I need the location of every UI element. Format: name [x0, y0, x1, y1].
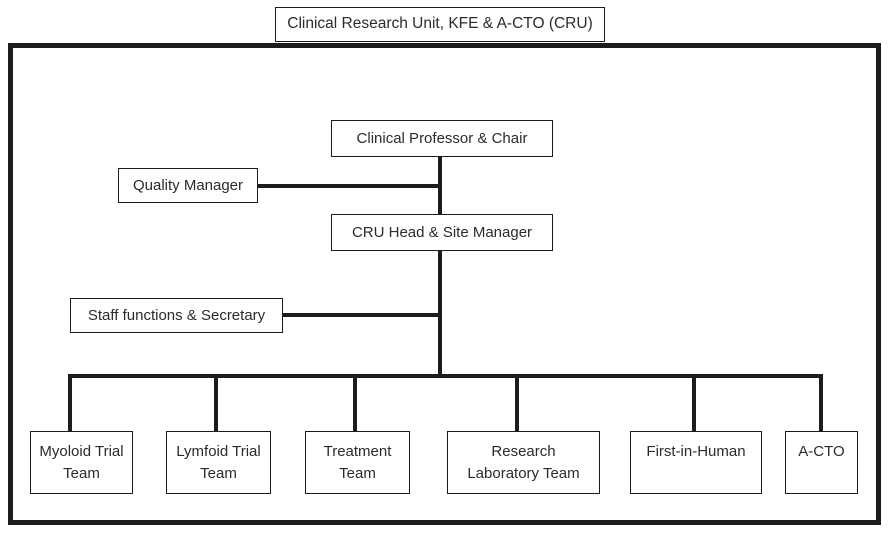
org-node-lymfoid-trial-team: Lymfoid Trial Team: [166, 431, 271, 494]
connector-quality-manager: [257, 184, 442, 188]
org-node-title-label: Clinical Research Unit, KFE & A-CTO (CRU…: [287, 15, 593, 33]
org-node-quality-manager: Quality Manager: [118, 168, 258, 203]
connector-drop-myoloid: [68, 378, 72, 431]
org-node-title: Clinical Research Unit, KFE & A-CTO (CRU…: [275, 7, 605, 42]
org-node-label: Staff functions & Secretary: [87, 306, 266, 324]
org-node-staff-functions-secretary: Staff functions & Secretary: [70, 298, 283, 333]
chart-frame: [8, 43, 881, 525]
org-node-first-in-human: First-in-Human: [630, 431, 762, 494]
org-node-label: CRU Head & Site Manager: [351, 223, 533, 241]
org-node-a-cto: A-CTO: [785, 431, 858, 494]
connector-drop-treatment: [353, 378, 357, 431]
org-node-label: Lymfoid Trial Team: [176, 442, 261, 482]
connector-horizontal-bus: [68, 374, 823, 378]
connector-staff-functions: [283, 313, 442, 317]
org-node-cru-head-site-manager: CRU Head & Site Manager: [331, 214, 553, 251]
org-node-research-laboratory-team: Research Laboratory Team: [447, 431, 600, 494]
org-node-label: Myoloid Trial Team: [39, 442, 124, 482]
org-node-label: First-in-Human: [646, 443, 746, 460]
org-node-label: Clinical Professor & Chair: [356, 129, 528, 147]
connector-drop-acto: [819, 378, 823, 431]
org-node-label: A-CTO: [798, 443, 845, 460]
org-node-myoloid-trial-team: Myoloid Trial Team: [30, 431, 133, 494]
connector-drop-lymfoid: [214, 378, 218, 431]
org-node-clinical-professor-chair: Clinical Professor & Chair: [331, 120, 553, 157]
org-node-label: Quality Manager: [132, 176, 244, 194]
org-node-label: Research Laboratory Team: [467, 442, 580, 482]
connector-drop-research-lab: [515, 378, 519, 431]
connector-drop-first-in-human: [692, 378, 696, 431]
org-node-treatment-team: Treatment Team: [305, 431, 410, 494]
org-node-label: Treatment Team: [323, 442, 392, 482]
